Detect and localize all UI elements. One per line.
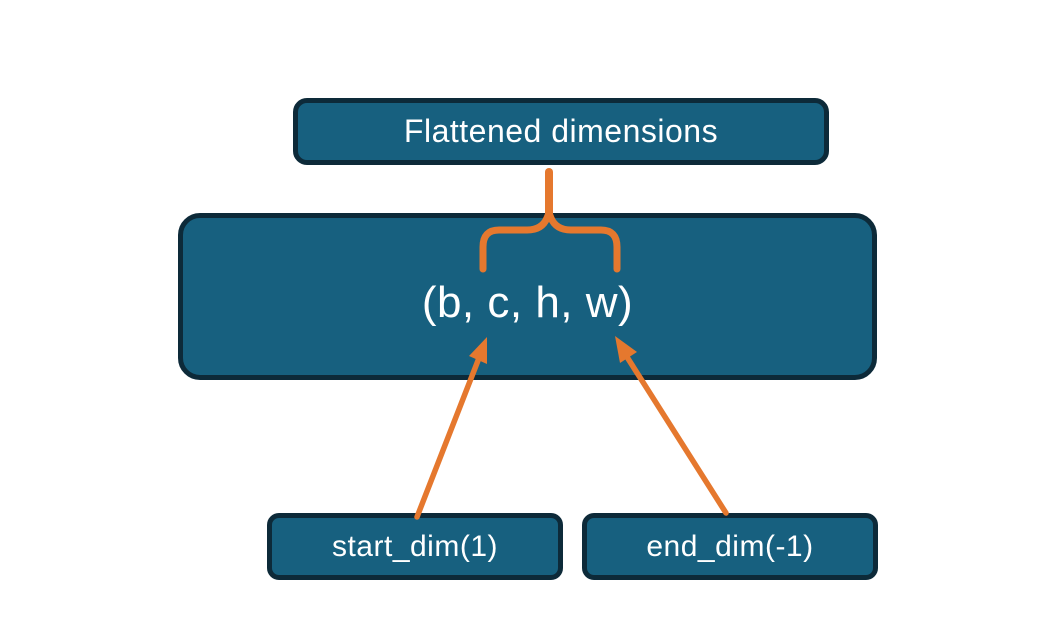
node-flattened-dimensions: Flattened dimensions (293, 98, 829, 165)
node-end-dim-label: end_dim(-1) (646, 529, 814, 563)
node-tensor-shape: (b, c, h, w) (178, 213, 877, 380)
node-start-dim: start_dim(1) (267, 513, 563, 580)
node-flattened-dimensions-label: Flattened dimensions (403, 113, 719, 149)
arrow-start-dim-line (414, 355, 482, 520)
arrow-end-dim-line (624, 354, 729, 516)
node-tensor-shape-label: (b, c, h, w) (421, 277, 634, 327)
node-end-dim: end_dim(-1) (582, 513, 878, 580)
node-start-dim-label: start_dim(1) (331, 529, 499, 563)
